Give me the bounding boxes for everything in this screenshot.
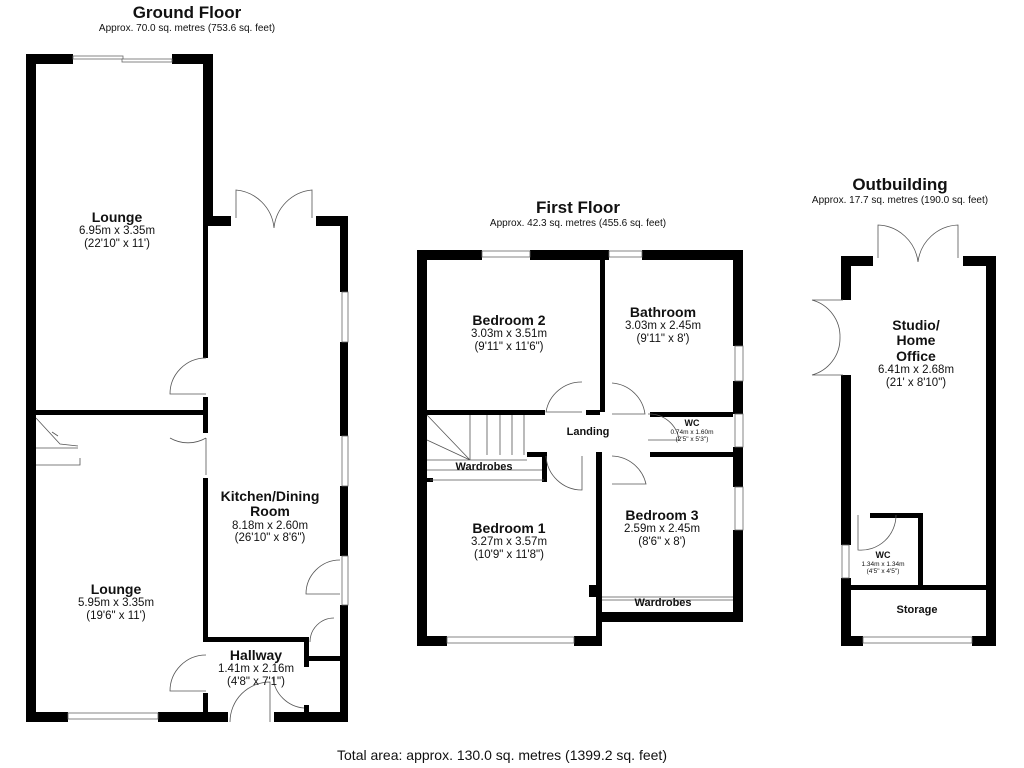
room-imperial: (8'6" x 8') xyxy=(638,536,686,549)
room-name: WC xyxy=(875,550,891,560)
room-metric: 1.41m x 2.16m xyxy=(217,663,295,676)
room-name-line2: Room xyxy=(250,503,290,520)
room-metric: 8.18m x 2.60m xyxy=(231,519,309,532)
room-name: Landing xyxy=(566,426,610,438)
room-name: Bedroom 1 xyxy=(472,520,546,536)
room-metric: 1.34m x 1.34m xyxy=(861,560,905,568)
floor-area: Approx. 42.3 sq. metres (455.6 sq. feet) xyxy=(489,217,667,229)
room-metric: 0.74m x 1.60m xyxy=(670,428,714,436)
room-name: Bedroom 2 xyxy=(472,312,546,328)
room-name: Lounge xyxy=(90,581,142,597)
room-name: Kitchen/Dining xyxy=(220,488,320,504)
room-imperial: (26'10" x 8'6") xyxy=(234,532,306,545)
room-metric: 6.95m x 3.35m xyxy=(78,225,156,238)
room-bedroom-3: Bedroom 3 2.59m x 2.45m (8'6" x 8') xyxy=(623,507,701,549)
ground-floor-heading: Ground Floor Approx. 70.0 sq. metres (75… xyxy=(98,3,276,34)
outbuilding-openings xyxy=(811,224,973,644)
room-lounge-upper: Lounge 6.95m x 3.35m (22'10" x 11') xyxy=(78,209,156,251)
floor-area: Approx. 17.7 sq. metres (190.0 sq. feet) xyxy=(811,194,989,206)
room-name: WC xyxy=(684,418,700,428)
room-name-line3: Office xyxy=(896,347,936,364)
room-imperial: (9'11" x 11'6") xyxy=(474,341,544,354)
room-imperial: (2'5" x 5'3") xyxy=(675,436,709,444)
room-wc-first: WC 0.74m x 1.60m (2'5" x 5'3") xyxy=(670,418,714,444)
room-bathroom: Bathroom 3.03m x 2.45m (9'11" x 8') xyxy=(624,304,702,346)
room-wc-outbuilding: WC 1.34m x 1.34m (4'5" x 4'5") xyxy=(861,550,905,576)
floor-title: First Floor xyxy=(535,198,621,217)
room-metric: 3.03m x 2.45m xyxy=(624,320,702,333)
room-imperial: (4'5" x 4'5") xyxy=(866,568,900,576)
room-bedroom-1: Bedroom 1 3.27m x 3.57m (10'9" x 11'8") xyxy=(470,520,548,562)
room-imperial: (19'6" x 11') xyxy=(86,610,146,623)
room-wardrobes-bed3: Wardrobes xyxy=(634,597,691,609)
room-imperial: (21' x 8'10") xyxy=(885,376,947,389)
room-name: Bathroom xyxy=(629,304,697,320)
room-lounge-lower: Lounge 5.95m x 3.35m (19'6" x 11') xyxy=(77,581,155,623)
floor-title: Outbuilding xyxy=(852,175,948,194)
room-imperial: (9'11" x 8') xyxy=(636,333,690,346)
room-studio-home-office: Studio/ Home Office 6.41m x 2.68m (21' x… xyxy=(877,317,955,389)
room-metric: 5.95m x 3.35m xyxy=(77,597,155,610)
room-kitchen-dining: Kitchen/Dining Room 8.18m x 2.60m (26'10… xyxy=(220,488,320,545)
room-name: Studio/ xyxy=(892,317,940,333)
room-name: Bedroom 3 xyxy=(625,507,699,523)
room-metric: 3.27m x 3.57m xyxy=(470,536,548,549)
floor-title: Ground Floor xyxy=(132,3,242,22)
room-name: Wardrobes xyxy=(455,461,513,473)
room-name: Storage xyxy=(896,604,938,616)
room-hallway: Hallway 1.41m x 2.16m (4'8" x 7'1") xyxy=(217,647,295,689)
room-imperial: (4'8" x 7'1") xyxy=(227,676,285,689)
room-wardrobes-bed1: Wardrobes xyxy=(455,461,512,473)
outbuilding-walls xyxy=(841,256,996,646)
room-storage: Storage xyxy=(897,604,938,616)
room-name: Lounge xyxy=(91,209,143,225)
room-metric: 3.03m x 3.51m xyxy=(470,328,548,341)
room-metric: 6.41m x 2.68m xyxy=(877,364,955,377)
first-floor-walls xyxy=(417,250,743,646)
first-floor-openings xyxy=(426,250,744,644)
outbuilding-heading: Outbuilding Approx. 17.7 sq. metres (190… xyxy=(811,175,989,206)
total-area: Total area: approx. 130.0 sq. metres (13… xyxy=(337,747,667,763)
floor-area: Approx. 70.0 sq. metres (753.6 sq. feet) xyxy=(98,22,276,34)
ground-floor-openings xyxy=(35,55,349,723)
first-floor-heading: First Floor Approx. 42.3 sq. metres (455… xyxy=(489,198,667,229)
room-landing: Landing xyxy=(567,426,610,438)
ground-floor-walls xyxy=(26,54,348,722)
room-imperial: (22'10" x 11') xyxy=(84,238,150,251)
room-metric: 2.59m x 2.45m xyxy=(623,523,701,536)
room-name: Hallway xyxy=(229,647,283,663)
room-name: Wardrobes xyxy=(634,597,692,609)
room-imperial: (10'9" x 11'8") xyxy=(474,549,544,562)
room-bedroom-2: Bedroom 2 3.03m x 3.51m (9'11" x 11'6") xyxy=(470,312,548,354)
room-name-line2: Home xyxy=(896,332,936,349)
